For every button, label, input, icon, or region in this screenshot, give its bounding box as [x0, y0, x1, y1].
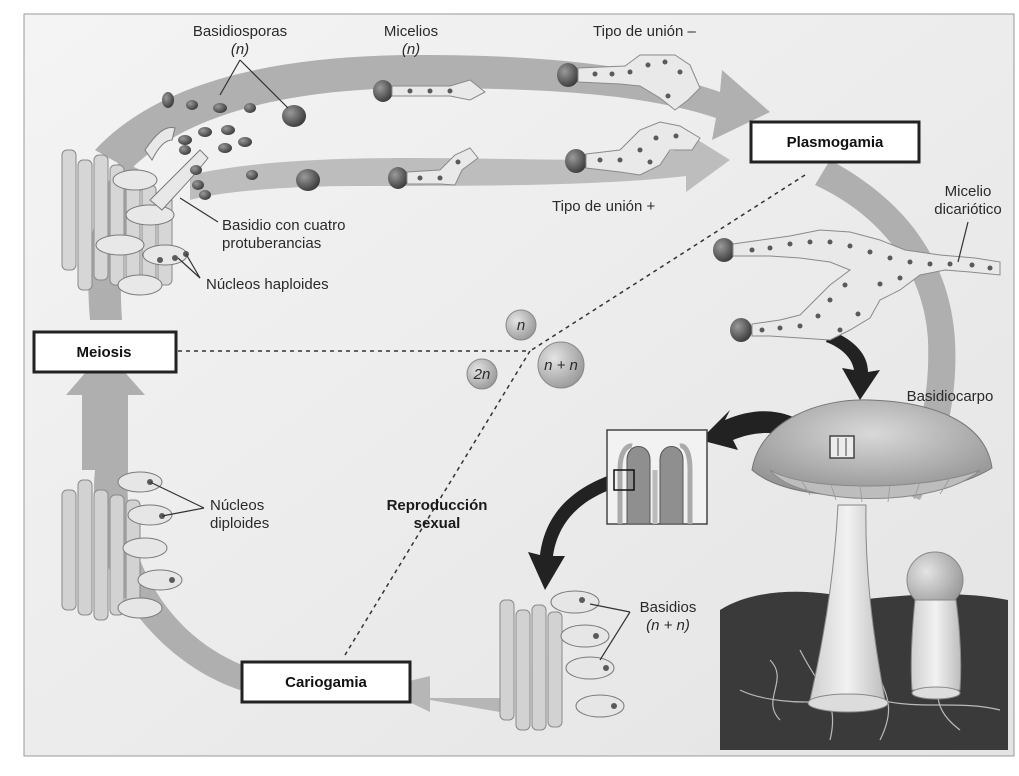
label-micelios-ploidy: (n) — [402, 41, 420, 58]
stage-label-plasmogamia: Plasmogamia — [787, 134, 884, 151]
label-tipo-union-plus: Tipo de unión + — [552, 198, 656, 215]
stage-label-meiosis: Meiosis — [76, 344, 131, 361]
stage-box-cariogamia: Cariogamia — [242, 662, 410, 702]
stage-box-plasmogamia: Plasmogamia — [751, 122, 919, 162]
gill-inset — [607, 430, 707, 524]
stage-label-cariogamia: Cariogamia — [285, 674, 367, 691]
label-nucleos-diploides-1: Núcleos — [210, 497, 264, 514]
legend-n-plus-n: n + n — [544, 357, 578, 374]
label-reproduccion-1: Reproducción — [387, 497, 488, 514]
label-basidios-2: (n + n) — [646, 617, 690, 634]
label-basidio-cuatro-2: protuberancias — [222, 235, 321, 252]
label-micelio-dicariotico-1: Micelio — [945, 183, 992, 200]
stage-box-meiosis: Meiosis — [34, 332, 176, 372]
label-basidio-cuatro-1: Basidio con cuatro — [222, 217, 345, 234]
label-basidiosporas: Basidiosporas — [193, 23, 287, 40]
legend-n: n — [517, 317, 525, 334]
label-micelio-dicariotico-2: dicariótico — [934, 201, 1002, 218]
label-nucleos-diploides-2: diploides — [210, 515, 269, 532]
label-tipo-union-minus: Tipo de unión – — [593, 23, 697, 40]
label-basidiocarpo: Basidiocarpo — [907, 388, 994, 405]
label-basidios-1: Basidios — [640, 599, 697, 616]
legend-2n: 2n — [473, 366, 491, 383]
label-micelios: Micelios — [384, 23, 438, 40]
label-reproduccion-2: sexual — [414, 515, 461, 532]
label-nucleos-haploides: Núcleos haploides — [206, 276, 329, 293]
label-basidiosporas-ploidy: (n) — [231, 41, 249, 58]
